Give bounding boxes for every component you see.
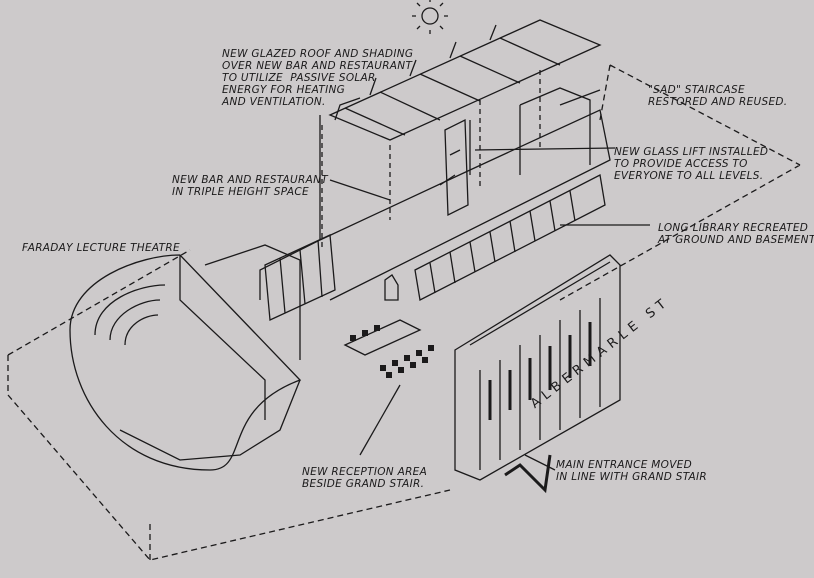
albemarle-street-facade xyxy=(454,254,621,481)
label-long-library: LONG LIBRARY RECREATED AT GROUND AND BAS… xyxy=(658,222,814,246)
statue xyxy=(384,274,399,301)
label-bar-restaurant: NEW BAR AND RESTAURANT IN TRIPLE HEIGHT … xyxy=(172,174,328,198)
faraday-lecture-theatre xyxy=(69,244,302,471)
glazed-roof xyxy=(321,19,602,250)
label-glass-lift: NEW GLASS LIFT INSTALLED TO PROVIDE ACCE… xyxy=(614,146,769,182)
label-reception: NEW RECEPTION AREA BESIDE GRAND STAIR. xyxy=(302,466,428,490)
grand-stair-floor xyxy=(343,319,434,378)
entrance-arrow xyxy=(504,454,552,494)
sun-icon xyxy=(412,0,448,34)
label-main-entrance: MAIN ENTRANCE MOVED IN LINE WITH GRAND S… xyxy=(556,459,707,483)
leader-lines xyxy=(329,89,650,471)
central-building xyxy=(259,87,611,301)
glass-lift xyxy=(439,118,469,217)
label-faraday: FARADAY LECTURE THEATRE xyxy=(22,242,180,254)
label-glazed-roof: NEW GLAZED ROOF AND SHADING OVER NEW BAR… xyxy=(222,48,414,108)
long-library xyxy=(264,174,606,321)
label-sad-staircase: "SAD" STAIRCASE RESTORED AND REUSED. xyxy=(648,84,788,108)
site-boundary xyxy=(7,64,801,561)
